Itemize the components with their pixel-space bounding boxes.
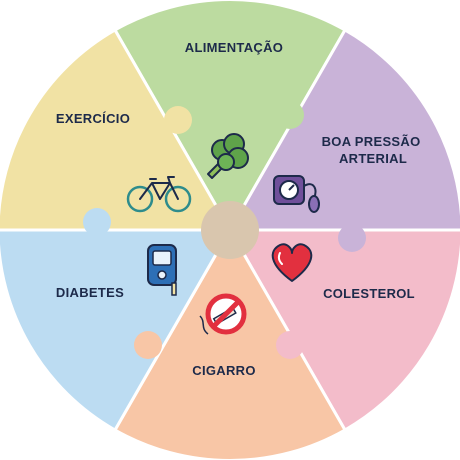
puzzle-knob	[164, 106, 192, 134]
puzzle-knobs	[83, 101, 366, 359]
label-line: EXERCÍCIO	[56, 111, 130, 126]
broccoli-icon	[207, 133, 249, 179]
label-line: ARTERIAL	[339, 151, 407, 166]
label-line: CIGARRO	[192, 363, 256, 378]
glucose-meter-icon	[147, 244, 177, 296]
puzzle-knob	[83, 208, 111, 236]
segment-colesterol	[227, 228, 460, 433]
label-exercicio: EXERCÍCIO	[56, 111, 130, 126]
segment-cigarro	[112, 226, 348, 460]
label-line: BOA PRESSÃO	[322, 134, 421, 149]
label-boa-pressao-arterial: BOA PRESSÃO ARTERIAL	[322, 134, 425, 166]
puzzle-knob	[276, 331, 304, 359]
no-smoking-icon	[199, 293, 247, 335]
segment-exercicio	[0, 27, 233, 232]
heart-icon	[271, 243, 313, 282]
label-line: ALIMENTAÇÃO	[185, 40, 283, 55]
label-cigarro: CIGARRO	[192, 363, 256, 378]
segment-alimentacao	[112, 0, 348, 234]
puzzle-knob	[276, 101, 304, 129]
label-line: COLESTEROL	[323, 286, 415, 301]
segment-labels: ALIMENTAÇÃO BOA PRESSÃO ARTERIAL COLESTE…	[56, 40, 425, 378]
puzzle-knob	[134, 331, 162, 359]
label-line: DIABETES	[56, 285, 124, 300]
puzzle-knob	[338, 224, 366, 252]
bicycle-icon	[126, 176, 192, 213]
label-colesterol: COLESTEROL	[323, 286, 415, 301]
label-alimentacao: ALIMENTAÇÃO	[185, 40, 283, 55]
label-diabetes: DIABETES	[56, 285, 124, 300]
center-hub	[201, 201, 259, 259]
blood-pressure-monitor-icon	[273, 175, 320, 213]
